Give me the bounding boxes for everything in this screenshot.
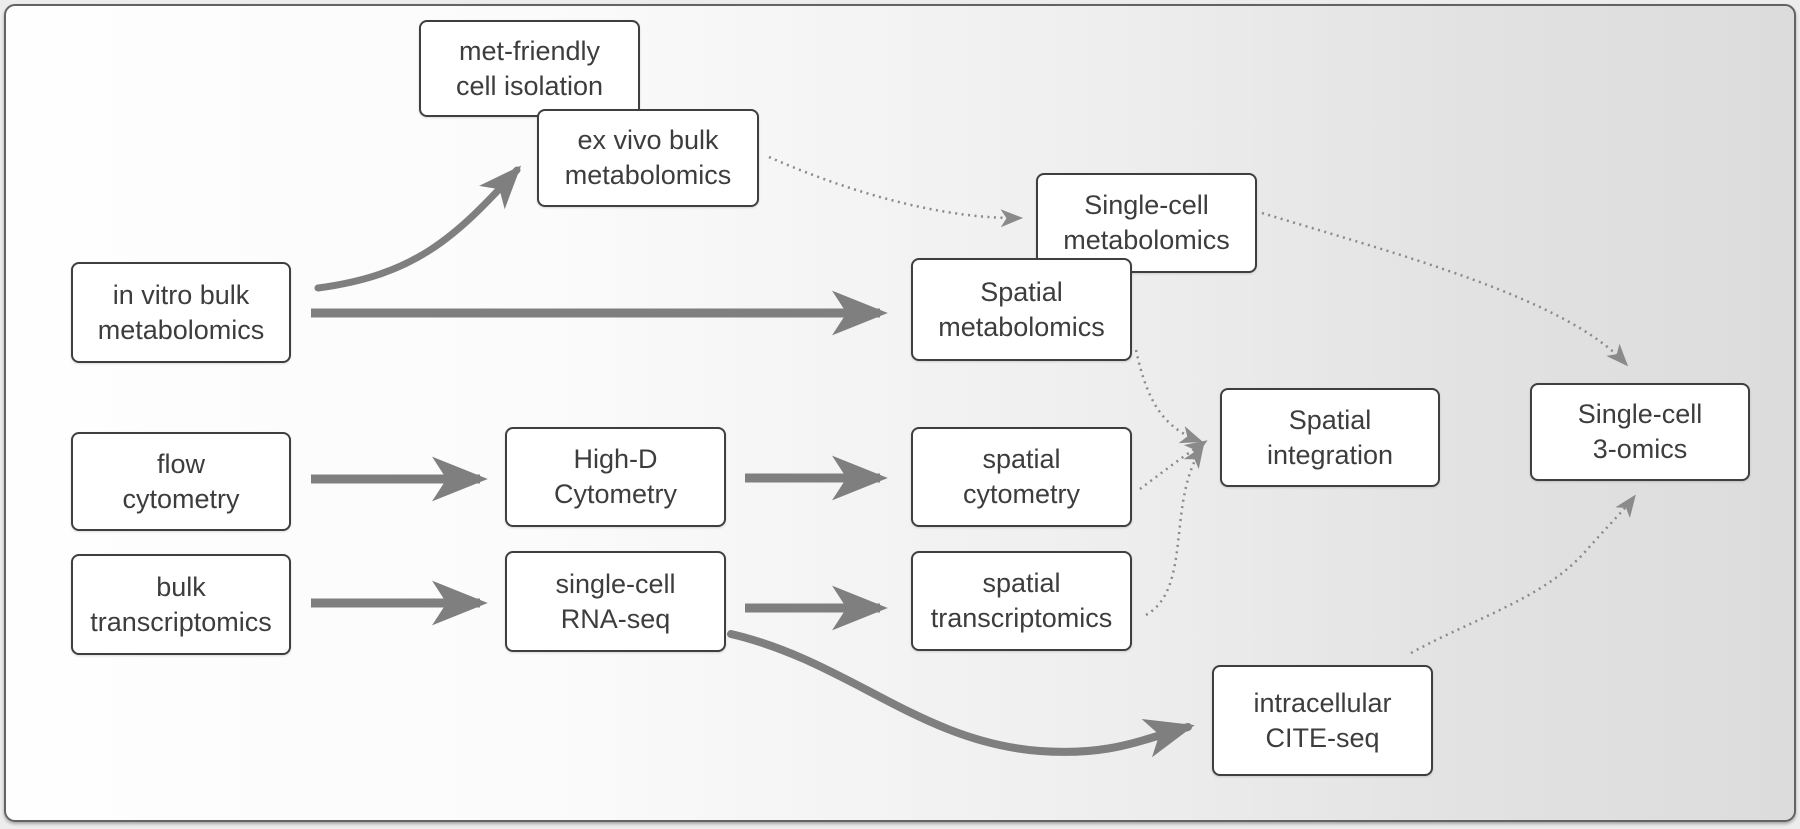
node-flow-cytometry: flow cytometry bbox=[71, 432, 291, 531]
edge-single-cell-metabolomics-to-3-omics bbox=[1261, 211, 1629, 367]
diagram-frame bbox=[4, 4, 1796, 822]
node-intracellular-cite-seq: intracellular CITE-seq bbox=[1212, 665, 1433, 776]
edge-rna-seq-to-cite-seq bbox=[727, 630, 1195, 758]
edge-cite-seq-to-3-omics bbox=[1410, 494, 1636, 655]
node-single-cell-metabolomics: Single-cell metabolomics bbox=[1036, 173, 1257, 273]
node-single-cell-3-omics: Single-cell 3-omics bbox=[1530, 383, 1750, 481]
node-ex-vivo-bulk-metabolomics: ex vivo bulk metabolomics bbox=[537, 109, 759, 207]
node-single-cell-rna-seq: single-cell RNA-seq bbox=[505, 551, 726, 652]
node-spatial-integration: Spatial integration bbox=[1220, 388, 1440, 487]
node-spatial-transcriptomics: spatial transcriptomics bbox=[911, 551, 1132, 651]
node-spatial-metabolomics: Spatial metabolomics bbox=[911, 258, 1132, 361]
edge-ex-vivo-to-single-cell-metabolomics bbox=[768, 155, 1024, 228]
edge-spatial-transcriptomics-to-integration bbox=[1145, 445, 1204, 617]
node-in-vitro-bulk-metabolomics: in vitro bulk metabolomics bbox=[71, 262, 291, 363]
edge-in-vitro-to-ex-vivo bbox=[314, 165, 522, 292]
edge-spatial-metabolomics-to-integration bbox=[1134, 349, 1203, 444]
node-met-friendly-cell-isolation: met-friendly cell isolation bbox=[419, 20, 640, 117]
node-spatial-cytometry: spatial cytometry bbox=[911, 427, 1132, 527]
node-bulk-transcriptomics: bulk transcriptomics bbox=[71, 554, 291, 655]
edge-spatial-cytometry-to-integration bbox=[1139, 440, 1208, 490]
node-high-d-cytometry: High-D Cytometry bbox=[505, 427, 726, 527]
